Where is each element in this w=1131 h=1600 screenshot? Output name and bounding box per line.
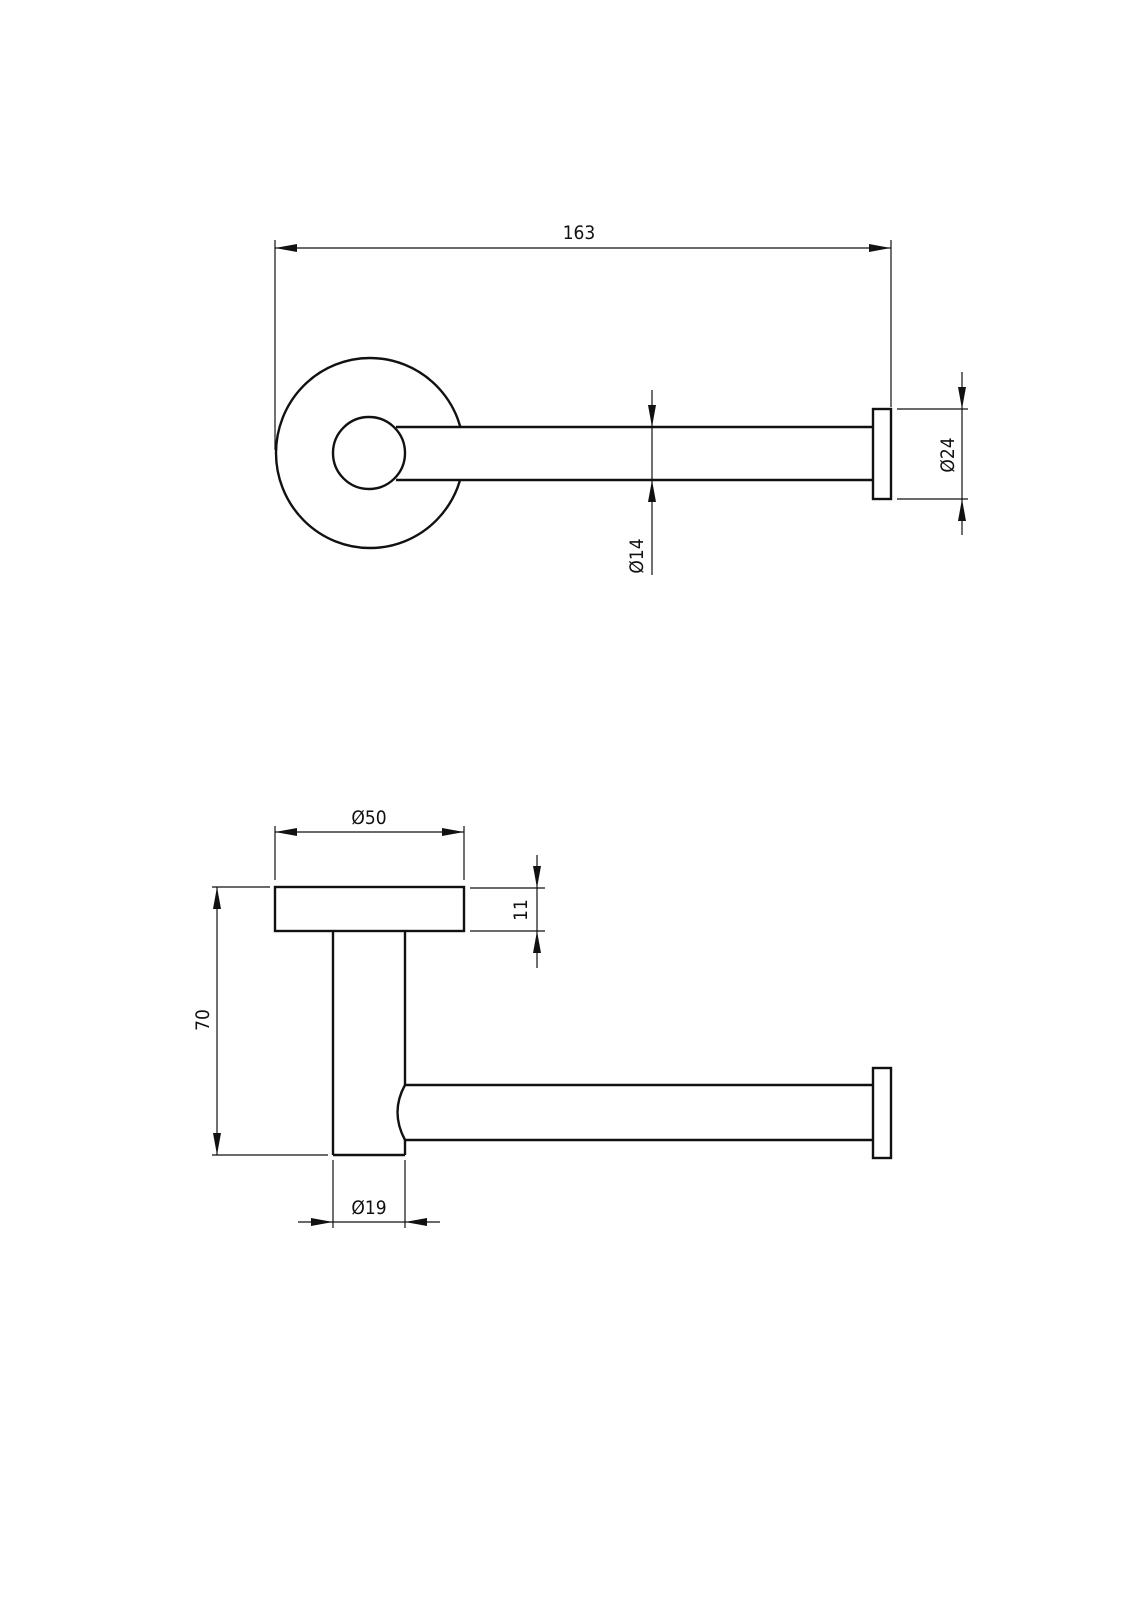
arrow-icon (405, 1218, 427, 1226)
arrow-icon (648, 480, 656, 502)
stem-circle (331, 415, 407, 491)
dimension-label-stem: Ø19 (351, 1197, 386, 1219)
dimension-label-thickness: 11 (510, 899, 532, 921)
end-cap (871, 1066, 893, 1160)
arrow-icon (275, 828, 297, 836)
dimension-label-cap: Ø24 (937, 437, 959, 472)
arrow-icon (958, 387, 966, 409)
arrow-icon (213, 1133, 221, 1155)
dimension-label-rod: Ø14 (626, 538, 648, 573)
arrow-icon (442, 828, 464, 836)
arrow-icon (869, 244, 891, 252)
dimension-label-plate: Ø50 (351, 807, 386, 829)
arrow-icon (213, 887, 221, 909)
arrow-icon (648, 405, 656, 427)
end-cap (871, 407, 893, 501)
arrow-icon (533, 931, 541, 953)
top-view: 163 Ø14 Ø24 (274, 222, 968, 575)
side-view: Ø50 11 70 Ø19 (192, 807, 893, 1228)
wall-plate (273, 885, 466, 933)
arrow-icon (958, 499, 966, 521)
dimension-label-length: 163 (563, 222, 596, 244)
dimension-label-height: 70 (192, 1009, 214, 1031)
arrow-icon (311, 1218, 333, 1226)
arrow-icon (533, 866, 541, 888)
arrow-icon (275, 244, 297, 252)
rod-joint-curve (396, 1084, 407, 1141)
